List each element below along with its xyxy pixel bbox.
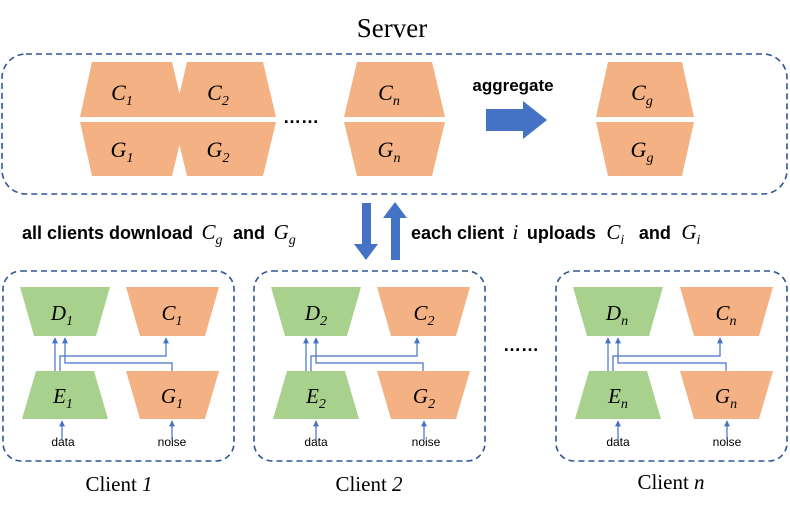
server-cn-block: [344, 62, 445, 117]
client-2-d-block: [271, 287, 361, 336]
client-1-c-block: [126, 287, 219, 336]
client-n-e-block: [575, 371, 661, 419]
client-2-e-label: E2: [305, 384, 326, 412]
client-n-noise-label: noise: [713, 435, 742, 449]
client-2-name: Client 2: [335, 472, 403, 496]
client-1-d-label: D1: [50, 301, 73, 329]
server-models-ellipsis: ……: [283, 107, 319, 127]
client-2-connectors: [303, 337, 427, 440]
server-g2-label: G2: [207, 137, 230, 166]
server-gn-block: [344, 122, 445, 176]
server-gg-label: Gg: [631, 137, 654, 166]
server-c2-block: [174, 62, 276, 117]
client-1-e-block: [22, 371, 108, 419]
client-2-g-block: [377, 371, 470, 419]
client-n-data-label: data: [606, 435, 630, 449]
server-gg-block: [596, 122, 694, 176]
client-2: D2 C2 E2 G2 data noise Client 2: [253, 270, 486, 496]
download-arrow: [354, 203, 378, 260]
client-n-c-label: Cn: [715, 301, 736, 329]
client-n-d-label: Dn: [605, 301, 628, 329]
aggregate-label: aggregate: [472, 76, 553, 95]
download-text: all clients download Cg and Gg: [22, 220, 296, 248]
aggregate-arrow: [486, 101, 547, 139]
client-n-name: Client n: [637, 470, 704, 494]
client-n-c-block: [680, 287, 773, 336]
client-n-connectors: [605, 337, 730, 440]
client-1-noise-label: noise: [158, 435, 187, 449]
client-n-g-label: Gn: [715, 384, 737, 412]
client-2-container: [253, 270, 486, 462]
client-1-g-label: G1: [161, 384, 183, 412]
server-global-model: Cg Gg: [596, 62, 694, 176]
client-n-container: [555, 270, 788, 462]
client-2-c-label: C2: [413, 301, 434, 329]
client-n-g-block: [680, 371, 773, 419]
server-cg-block: [596, 62, 694, 117]
server-g1-label: G1: [111, 137, 134, 166]
server-container: [1, 53, 788, 195]
client-1-container: [2, 270, 235, 462]
server-cn-label: Cn: [378, 80, 400, 109]
client-2-g-label: G2: [413, 384, 435, 412]
server-g1-block: [80, 122, 185, 176]
client-n: Dn Cn En Gn data noise Client n: [555, 270, 788, 494]
client-1: D1 C1 E1 G1 data noise Client 1: [2, 270, 235, 496]
server-cg-label: Cg: [631, 80, 653, 109]
upload-text: each client i uploads Ci and Gi: [411, 220, 701, 248]
server-c2-label: C2: [207, 80, 229, 109]
client-1-name: Client 1: [85, 472, 152, 496]
server-model-1: C1 G1: [80, 62, 185, 176]
server-g2-block: [174, 122, 276, 176]
client-n-e-label: En: [607, 384, 628, 412]
client-1-d-block: [20, 287, 110, 336]
client-1-connectors: [52, 337, 175, 440]
server-model-n: Cn Gn: [344, 62, 445, 176]
client-2-c-block: [377, 287, 470, 336]
server-title: Server: [357, 13, 427, 43]
client-1-g-block: [126, 371, 219, 419]
server-c1-block: [80, 62, 185, 117]
clients-ellipsis: ……: [503, 335, 539, 355]
client-1-e-label: E1: [52, 384, 73, 412]
client-2-d-label: D2: [304, 301, 327, 329]
client-2-data-label: data: [304, 435, 328, 449]
client-2-noise-label: noise: [412, 435, 441, 449]
client-1-data-label: data: [51, 435, 75, 449]
client-1-c-label: C1: [161, 301, 182, 329]
client-n-d-block: [573, 287, 663, 336]
client-2-e-block: [273, 371, 359, 419]
server-c1-label: C1: [111, 80, 133, 109]
server-model-2: C2 G2: [174, 62, 276, 176]
server-gn-label: Gn: [378, 137, 401, 166]
upload-arrow: [383, 202, 407, 260]
